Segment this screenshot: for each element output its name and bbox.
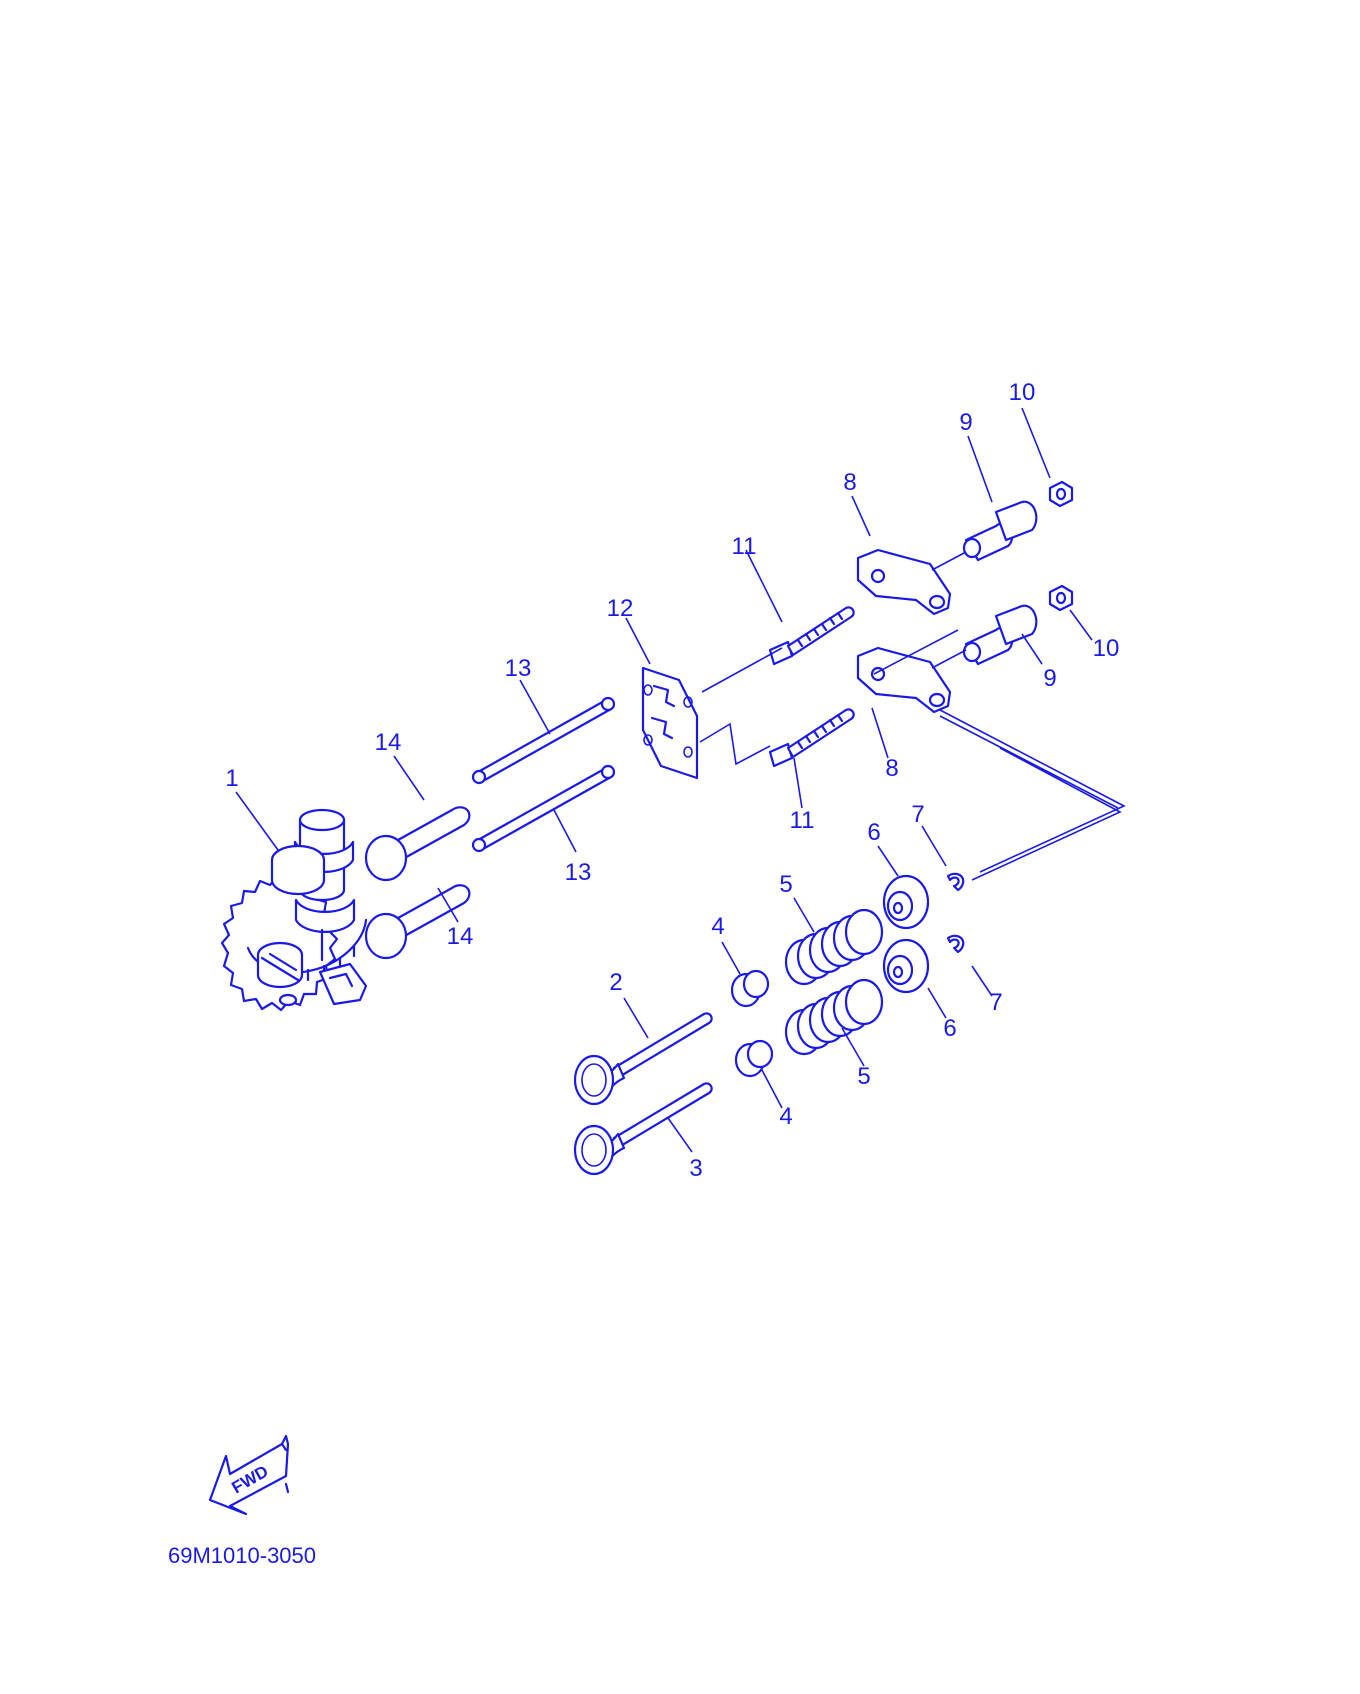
valve-spring-lower[interactable] bbox=[784, 978, 884, 1056]
rocker-arm-upper[interactable] bbox=[856, 548, 952, 616]
callout-12: 12 bbox=[607, 595, 634, 622]
callout-8-upper: 8 bbox=[843, 469, 856, 496]
callout-13-upper: 13 bbox=[505, 655, 532, 682]
callout-9-upper: 9 bbox=[959, 409, 972, 436]
spring-retainer-lower[interactable] bbox=[882, 938, 930, 994]
callout-4-lower: 4 bbox=[779, 1103, 792, 1130]
valve-seal-upper[interactable] bbox=[730, 969, 770, 1008]
callout-11-lower: 11 bbox=[790, 807, 815, 834]
callout-2: 2 bbox=[609, 969, 622, 996]
stud-bolt-lower[interactable] bbox=[768, 708, 855, 768]
valve-spring-upper[interactable] bbox=[784, 908, 884, 986]
forward-arrow-icon: FWD bbox=[208, 1434, 290, 1516]
callout-8-lower: 8 bbox=[885, 755, 898, 782]
leader-lines bbox=[235, 407, 1093, 1153]
hex-nut-lower[interactable] bbox=[1048, 584, 1074, 612]
valve-seal-lower[interactable] bbox=[734, 1039, 774, 1078]
push-rod-lower[interactable] bbox=[471, 764, 616, 853]
valve-lifter-lower[interactable] bbox=[364, 884, 471, 960]
callout-6-lower: 6 bbox=[943, 1015, 956, 1042]
camshaft-gear[interactable] bbox=[220, 808, 368, 1012]
callout-7-lower: 7 bbox=[989, 989, 1002, 1016]
valve-collet-lower[interactable] bbox=[946, 934, 965, 954]
callout-10-upper: 10 bbox=[1009, 379, 1036, 406]
callout-13-lower: 13 bbox=[565, 859, 592, 886]
callout-labels: 1 2 3 4 4 5 5 6 6 7 7 8 8 9 9 10 10 11 1… bbox=[225, 379, 1119, 1182]
spring-retainer-upper[interactable] bbox=[882, 874, 930, 930]
callout-11-upper: 11 bbox=[732, 533, 757, 560]
valve-lifter-upper[interactable] bbox=[364, 806, 471, 882]
callout-6-upper: 6 bbox=[867, 819, 880, 846]
assembly-lines bbox=[699, 551, 1126, 881]
rocker-pivot-upper[interactable] bbox=[962, 500, 1038, 562]
callout-3: 3 bbox=[689, 1155, 702, 1182]
callout-4-upper: 4 bbox=[711, 913, 724, 940]
callout-9-lower: 9 bbox=[1043, 665, 1056, 692]
callout-1: 1 bbox=[225, 765, 238, 792]
callout-5-upper: 5 bbox=[779, 871, 792, 898]
hex-nut-upper[interactable] bbox=[1048, 480, 1074, 508]
push-rod-upper[interactable] bbox=[471, 696, 616, 785]
valve-collet-upper[interactable] bbox=[946, 872, 965, 892]
callout-14-upper: 14 bbox=[375, 729, 402, 756]
callout-14-lower: 14 bbox=[447, 923, 474, 950]
callout-5-lower: 5 bbox=[857, 1063, 870, 1090]
intake-valve[interactable] bbox=[573, 1012, 713, 1106]
callout-7-upper: 7 bbox=[911, 801, 924, 828]
exhaust-valve[interactable] bbox=[573, 1082, 713, 1176]
rocker-pivot-lower[interactable] bbox=[962, 604, 1038, 666]
callout-10-lower: 10 bbox=[1093, 635, 1120, 662]
guide-plate[interactable] bbox=[641, 666, 699, 780]
diagram-code: 69M1010-3050 bbox=[168, 1543, 316, 1568]
stud-bolt-upper[interactable] bbox=[768, 606, 855, 666]
